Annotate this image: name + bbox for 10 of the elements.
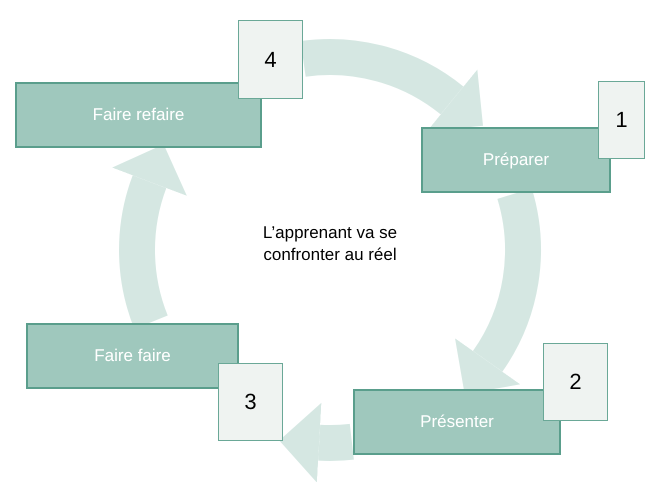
step-box: Présenter — [353, 389, 561, 455]
step-number: 4 — [238, 20, 303, 99]
step-box: Préparer — [421, 127, 611, 193]
step-number: 2 — [543, 343, 608, 421]
step-box: Faire refaire — [15, 82, 262, 148]
step-number: 1 — [598, 81, 645, 159]
step-box: Faire faire — [26, 323, 239, 389]
cycle-arrow — [279, 402, 354, 482]
center-note: L’apprenant va se confronter au réel — [262, 222, 398, 266]
step-number: 3 — [218, 363, 283, 441]
